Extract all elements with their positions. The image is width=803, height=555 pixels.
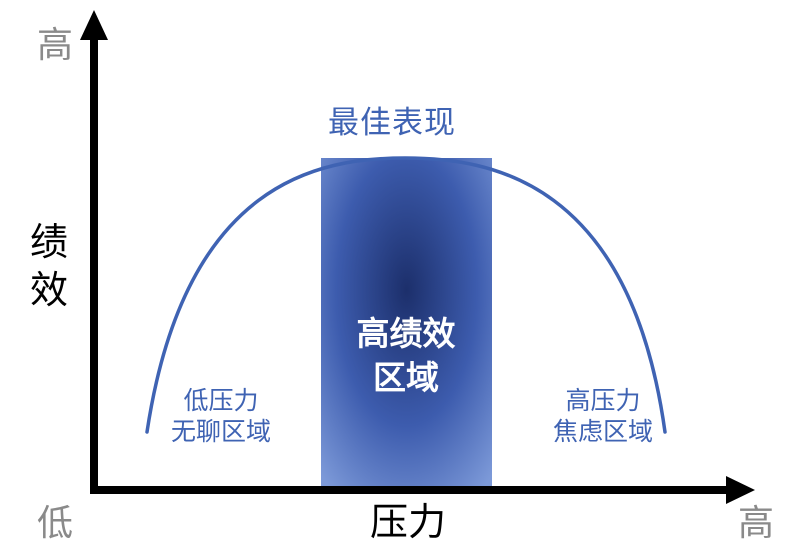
x-axis-arrow-icon [726, 476, 755, 504]
peak-performance-label: 最佳表现 [328, 105, 456, 141]
high-performance-band [321, 158, 492, 488]
high-pressure-zone-line2: 焦虑区域 [552, 417, 653, 447]
high-performance-zone-label: 高绩效 区域 [336, 312, 476, 399]
y-axis-title-line2: 效 [30, 268, 69, 312]
high-performance-zone-line2: 区域 [373, 357, 439, 397]
y-axis-high-label: 高 [37, 25, 74, 66]
high-pressure-zone-label: 高压力 焦虑区域 [540, 385, 666, 448]
high-pressure-zone-line1: 高压力 [565, 386, 641, 415]
performance-curve [145, 156, 667, 434]
x-axis-title: 压力 [370, 500, 447, 544]
high-performance-zone-line1: 高绩效 [356, 314, 456, 353]
y-axis-arrow-icon [80, 10, 108, 40]
low-pressure-zone-line2: 无聊区域 [170, 417, 271, 447]
low-pressure-zone-line1: 低压力 [183, 386, 259, 415]
x-axis-high-label: 高 [738, 503, 775, 544]
x-axis-low-label: 低 [37, 503, 74, 544]
low-pressure-zone-label: 低压力 无聊区域 [158, 385, 284, 448]
y-axis-title-line1: 绩 [30, 220, 69, 264]
